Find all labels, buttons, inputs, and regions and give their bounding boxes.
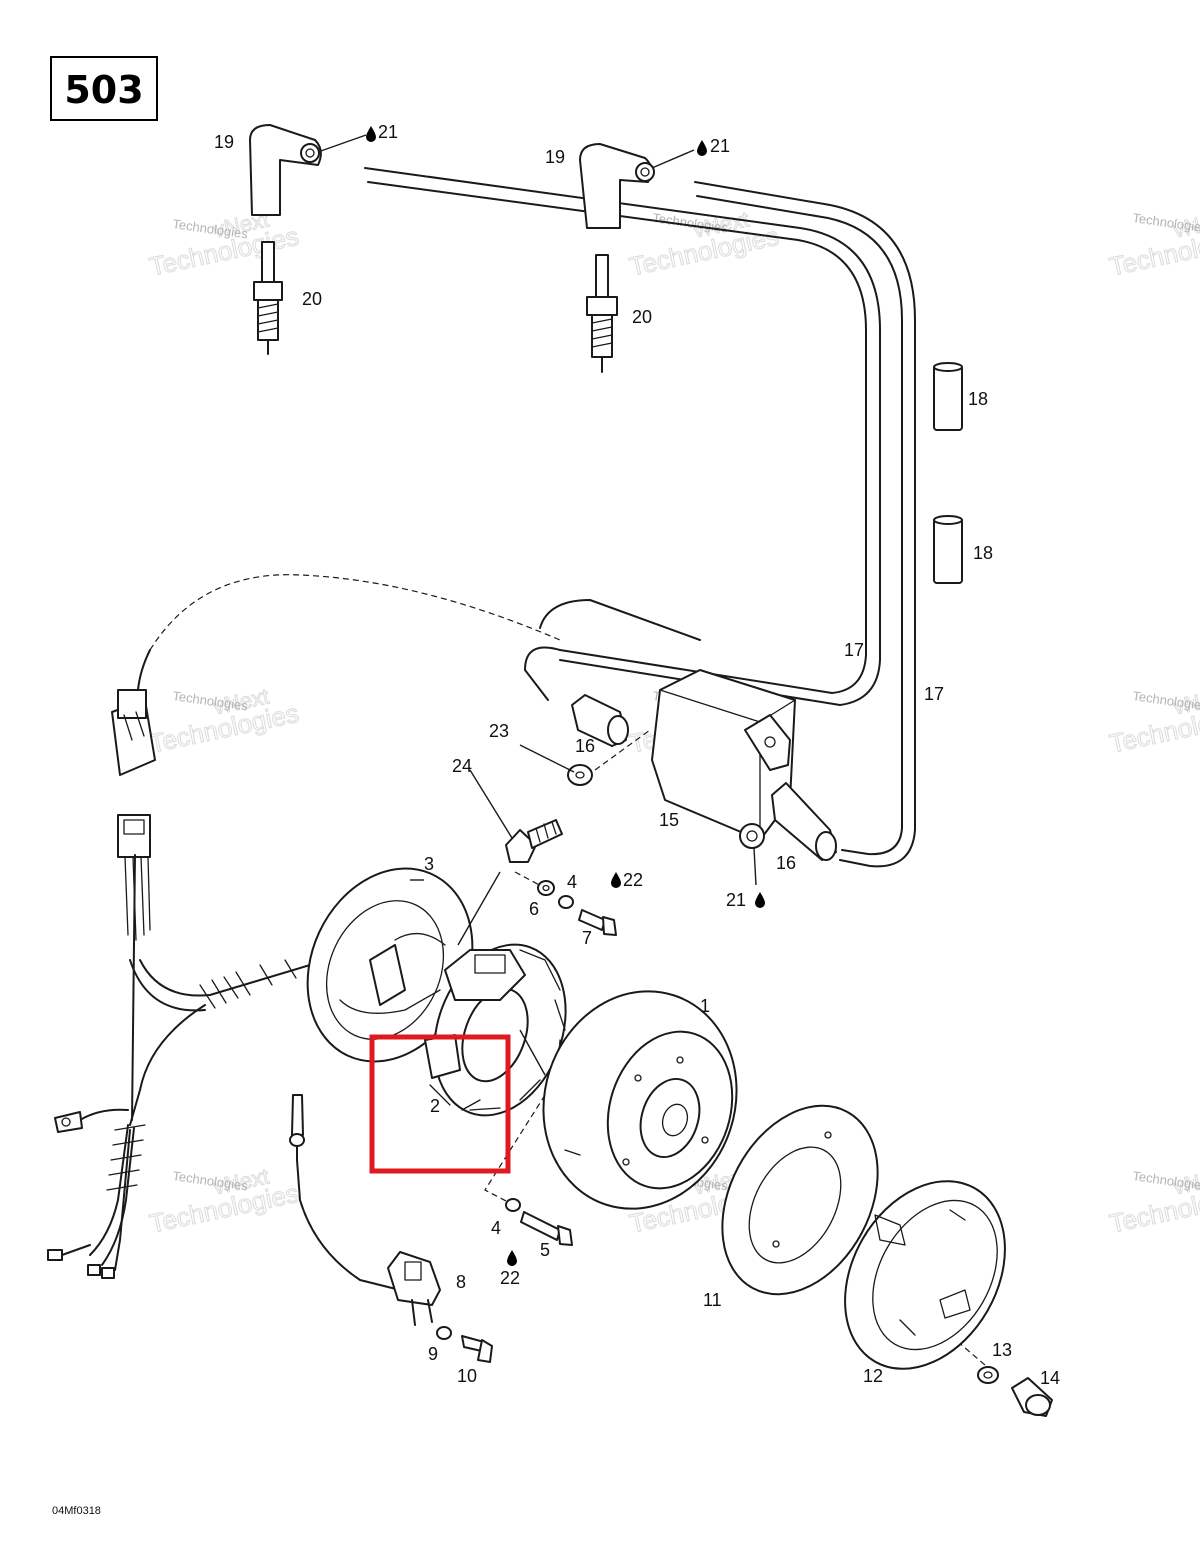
callout-labels: 19 21 19 21 20 20 18 18 17 17 23 16 24 1… (214, 122, 1060, 1388)
pulley-12 (844, 1180, 1006, 1370)
flywheel-1 (542, 990, 738, 1210)
callout-17: 17 (844, 640, 864, 660)
callout-17: 17 (924, 684, 944, 704)
harness-connector-lower (117, 814, 151, 941)
vertical-harness-lead (131, 854, 136, 1121)
watermark: vNext Technologies (626, 206, 782, 282)
callout-3: 3 (424, 854, 434, 874)
callout-21: 21 (378, 122, 398, 142)
lubricant-drop-icon (507, 1250, 517, 1266)
bolt-24 (505, 819, 563, 863)
lock-washer-4-upper (558, 895, 574, 909)
wire-routing-dashed (949, 1334, 986, 1366)
highlight-box-part-2 (369, 1034, 511, 1174)
watermark: vNext Technologies (146, 683, 302, 759)
lubricant-drop-icon (755, 892, 765, 908)
callout-4: 4 (491, 1218, 501, 1238)
wire-routing-dashed (594, 729, 651, 771)
wire-sleeve-upper (933, 362, 963, 431)
callout-6: 6 (529, 899, 539, 919)
washer-9 (436, 1326, 452, 1340)
spark-plug-cap-left (249, 124, 322, 216)
spark-plug-left (253, 241, 283, 355)
callout-21: 21 (726, 890, 746, 910)
callout-9: 9 (428, 1344, 438, 1364)
callout-7: 7 (582, 928, 592, 948)
callout-19: 19 (214, 132, 234, 152)
reference-number-box: 503 (50, 56, 158, 121)
bolt-14 (1011, 1377, 1053, 1417)
callout-8: 8 (456, 1272, 466, 1292)
lock-washer-4-lower (505, 1198, 521, 1212)
callout-11: 11 (703, 1290, 722, 1310)
leader-lines (317, 134, 757, 1076)
wire-routing-dashed (484, 1094, 546, 1203)
callout-16: 16 (776, 853, 796, 873)
callout-12: 12 (863, 1366, 883, 1386)
lubricant-drop-icon (697, 140, 707, 156)
drawing-code: 04Mf0318 (52, 1505, 101, 1517)
callout-16: 16 (575, 736, 595, 756)
callout-20: 20 (302, 289, 322, 309)
trigger-coil-8 (289, 1094, 441, 1326)
wire-protector-lower (771, 782, 837, 861)
high-tension-wire (364, 167, 916, 868)
wire-protector-upper (571, 694, 629, 747)
starting-cup-11 (721, 1104, 879, 1296)
reference-number: 503 (64, 68, 143, 112)
callout-21: 21 (710, 136, 730, 156)
callout-18: 18 (968, 389, 988, 409)
spark-plug-cap-right (579, 143, 655, 229)
ignition-coil (651, 669, 796, 849)
callout-22: 22 (500, 1268, 520, 1288)
callout-10: 10 (457, 1366, 477, 1386)
callout-19: 19 (545, 147, 565, 167)
washer-23 (567, 764, 593, 786)
stator-assembly-2 (424, 943, 567, 1117)
callout-5: 5 (540, 1240, 550, 1260)
screw-7 (578, 909, 617, 936)
lock-washer-13 (977, 1366, 999, 1384)
callout-20: 20 (632, 307, 652, 327)
callout-4: 4 (567, 872, 577, 892)
callout-24: 24 (452, 756, 472, 776)
wire-routing-dashed (514, 871, 546, 889)
harness-connector-upper (111, 649, 156, 776)
callout-22: 22 (623, 870, 643, 890)
washer-6 (537, 880, 555, 896)
callout-1: 1 (700, 996, 710, 1016)
wire-routing-dashed (149, 574, 561, 651)
lubricant-drop-icon (366, 126, 376, 142)
lubricant-drop-icon (611, 872, 621, 888)
callout-18: 18 (973, 543, 993, 563)
watermark: vNext Technologies (146, 1163, 302, 1239)
callout-23: 23 (489, 721, 509, 741)
callout-14: 14 (1040, 1368, 1060, 1388)
callout-13: 13 (992, 1340, 1012, 1360)
wire-sleeve-lower (933, 515, 963, 584)
callout-15: 15 (659, 810, 679, 830)
bolt-10 (461, 1335, 493, 1363)
spark-plug-right (586, 254, 618, 373)
callout-2: 2 (430, 1096, 440, 1116)
screw-5 (520, 1211, 573, 1246)
